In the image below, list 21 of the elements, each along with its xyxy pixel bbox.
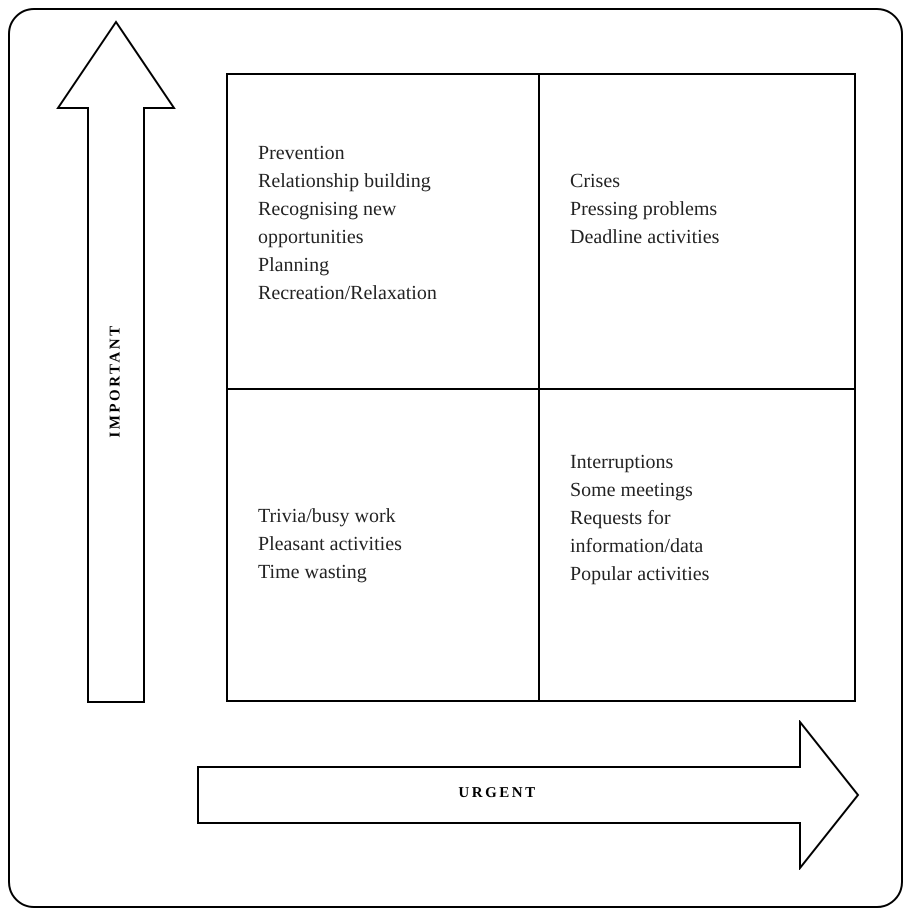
list-item: Recreation/Relaxation bbox=[258, 281, 438, 306]
list-item: Relationship building bbox=[258, 169, 432, 194]
list-item: Popular activities bbox=[570, 562, 710, 587]
list-item: Requests for information/data bbox=[570, 506, 704, 559]
quadrant-cell bbox=[538, 73, 856, 390]
axis-label: IMPORTANT bbox=[108, 322, 124, 440]
list-item: Some meetings bbox=[570, 478, 694, 503]
quadrant-cell bbox=[226, 73, 540, 390]
list-item: Planning bbox=[258, 253, 330, 278]
quadrant-cell bbox=[538, 388, 856, 702]
list-item: Recognising new opportunities bbox=[258, 197, 398, 250]
list-item: Crises bbox=[570, 169, 621, 194]
quadrant-cell bbox=[226, 388, 540, 702]
list-item: Deadline activities bbox=[570, 225, 720, 250]
list-item: Pleasant activities bbox=[258, 532, 403, 557]
list-item: Pressing problems bbox=[570, 197, 718, 222]
list-item: Prevention bbox=[258, 141, 346, 166]
list-item: Interruptions bbox=[570, 450, 674, 475]
axis-label: URGENT bbox=[457, 785, 539, 802]
list-item: Trivia/busy work bbox=[258, 504, 397, 529]
list-item: Time wasting bbox=[258, 560, 368, 585]
